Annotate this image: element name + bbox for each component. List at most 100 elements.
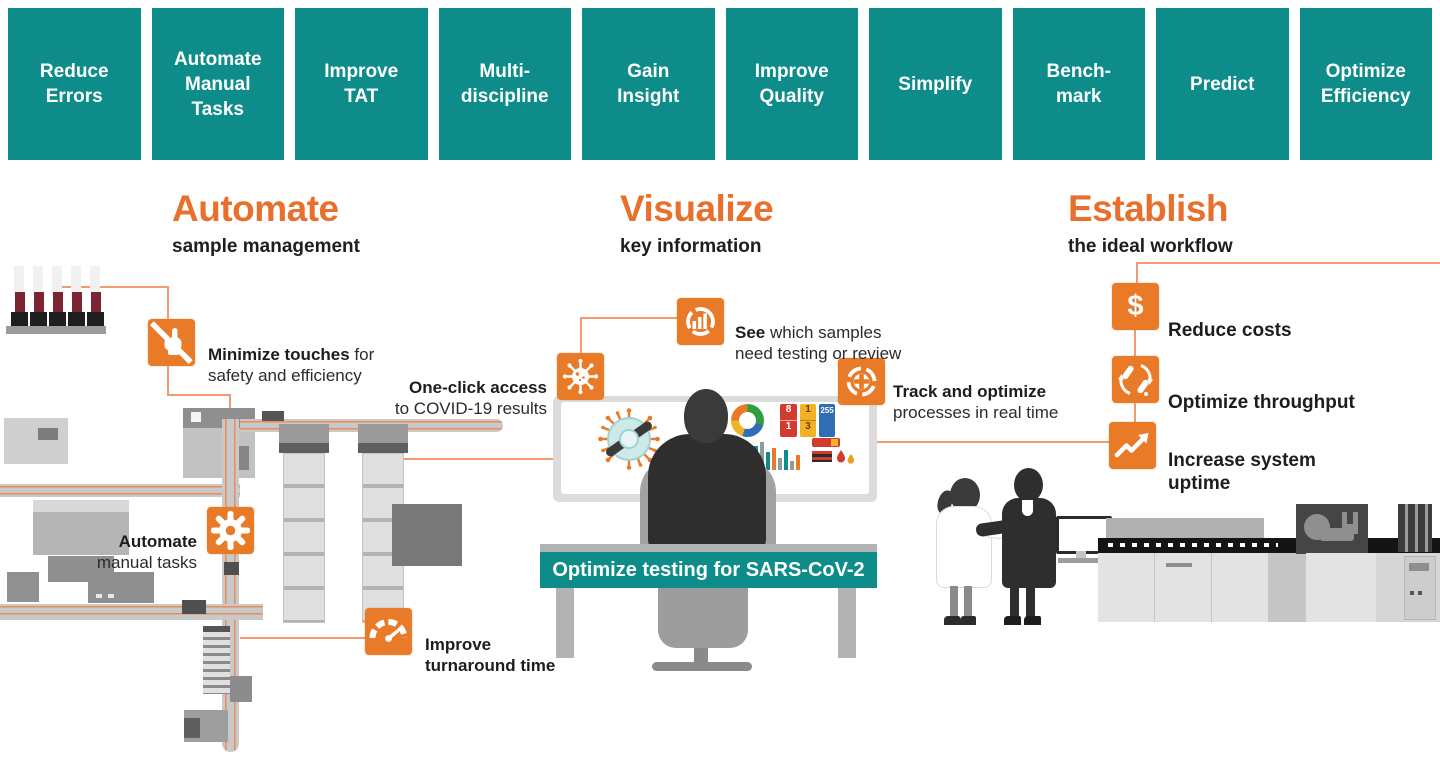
callout-regular: to COVID-19 results <box>394 399 547 418</box>
tube-holder <box>30 312 47 326</box>
connector-line <box>240 637 366 639</box>
tile-value: 1 <box>785 421 792 432</box>
analyzer-cabinet <box>1268 553 1306 622</box>
banner-label: Optimize testing for SARS-CoV-2 <box>552 558 865 581</box>
callout-bold: Optimize throughput <box>1168 392 1355 413</box>
businessman-shirt <box>1022 500 1033 516</box>
callout-reduce-costs: Reduce costs <box>1168 296 1368 342</box>
analyzer-band <box>279 443 329 453</box>
sample-liquid <box>53 292 63 314</box>
connector-line <box>55 286 168 288</box>
blood-drop-icons <box>837 450 854 464</box>
section-title: Establish <box>1068 188 1228 229</box>
sample-liquid <box>34 292 44 314</box>
scientist-body <box>936 506 992 588</box>
benefit-box-predict: Predict <box>1156 8 1289 160</box>
test-tube <box>33 266 43 296</box>
analyzer-cap <box>358 424 408 444</box>
section-subtitle: the ideal workflow <box>1068 236 1233 257</box>
benefit-box-gain-insight: Gain Insight <box>582 8 715 160</box>
connector-line <box>382 458 558 460</box>
status-tile-red: 8 1 <box>780 404 797 437</box>
connector-line <box>1136 262 1138 284</box>
connector-line <box>1134 329 1136 356</box>
conveyor-track <box>0 604 263 620</box>
virus-icon <box>557 353 604 400</box>
callout-increase-uptime: Increase system uptime <box>1168 426 1368 495</box>
sample-liquid <box>15 292 25 314</box>
status-bar <box>812 438 840 447</box>
callout-regular: processes in real time <box>893 403 1059 422</box>
benefit-box-multi-discipline: Multi- discipline <box>438 8 571 160</box>
benefit-box-improve-tat: Improve TAT <box>295 8 428 160</box>
rack-shelf <box>6 326 106 334</box>
callout-bold: Minimize touches <box>208 345 350 364</box>
callout-bold: Increase system uptime <box>1168 450 1316 494</box>
analyzer-side-unit <box>1404 556 1436 620</box>
analyzer-cap <box>279 424 329 444</box>
callout-regular: manual tasks <box>96 553 197 572</box>
callout-regular: for safety and efficiency <box>208 345 375 385</box>
side-unit-light <box>1418 591 1422 595</box>
status-chip <box>831 439 838 446</box>
benefit-box-benchmark: Bench- mark <box>1012 8 1145 160</box>
trend-up-arrow-icon <box>1109 422 1156 469</box>
track-carrier <box>182 600 206 614</box>
connector-line <box>581 317 679 319</box>
analyzer-line <box>279 424 329 624</box>
chair-pedestal <box>694 648 708 664</box>
machine-light <box>191 412 201 422</box>
machine-light <box>108 594 114 598</box>
businessman-head <box>1014 468 1043 502</box>
gear-icon <box>207 507 254 554</box>
lab-machine <box>33 500 129 555</box>
callout-see-samples: See which samples need testing or review <box>735 301 920 364</box>
analyzer-body <box>283 453 325 623</box>
section-subtitle: sample management <box>172 236 360 257</box>
dollar-icon: $ <box>1112 283 1159 330</box>
dollar-glyph: $ <box>1127 290 1144 322</box>
donut-hole <box>739 412 756 429</box>
callout-bold: One-click access <box>409 378 547 397</box>
test-tube <box>52 266 62 296</box>
businessman-shoe <box>1024 616 1041 625</box>
lab-machine <box>203 626 230 694</box>
callout-bold: Reduce costs <box>1168 320 1292 341</box>
lab-machine <box>392 504 462 566</box>
section-visualize: Visualize key information <box>620 188 774 258</box>
screen-bar <box>772 448 776 470</box>
operator-head <box>684 389 728 443</box>
analyzer-cabinet <box>1306 553 1376 622</box>
connector-line <box>1137 262 1440 264</box>
section-subtitle: key information <box>620 236 762 257</box>
tube-holder <box>68 312 85 326</box>
workstation-stand <box>1076 551 1086 558</box>
tile-value: 255 <box>820 406 834 415</box>
screen-bar <box>784 450 788 470</box>
screen-bar <box>796 455 800 470</box>
section-establish: Establish the ideal workflow <box>1068 188 1233 258</box>
cabinet-seam <box>1211 553 1212 622</box>
screen-bar <box>778 458 782 470</box>
callout-automate-tasks: Automate manual tasks <box>75 510 197 573</box>
section-title: Automate <box>172 188 339 229</box>
lab-machine <box>4 418 68 464</box>
screen-bar <box>790 461 794 470</box>
side-unit-slot <box>1409 563 1429 571</box>
gauge-icon <box>365 608 412 655</box>
status-tile-blue: 255 <box>819 404 835 437</box>
sars-cov-2-banner: Optimize testing for SARS-CoV-2 <box>540 552 877 588</box>
screen-bar <box>766 452 770 470</box>
callout-bold: Automate <box>118 532 197 551</box>
screen-bar <box>760 442 764 470</box>
tube-holder <box>87 312 104 326</box>
businessman-shoe <box>1004 616 1021 625</box>
coronavirus-graphic <box>598 408 660 470</box>
benefit-box-reduce-errors: Reduce Errors <box>8 8 141 160</box>
track-carrier <box>262 411 284 421</box>
benefit-box-simplify: Simplify <box>869 8 1002 160</box>
analyzer-band <box>358 443 408 453</box>
lab-machine <box>88 572 154 603</box>
benefit-box-improve-quality: Improve Quality <box>725 8 858 160</box>
